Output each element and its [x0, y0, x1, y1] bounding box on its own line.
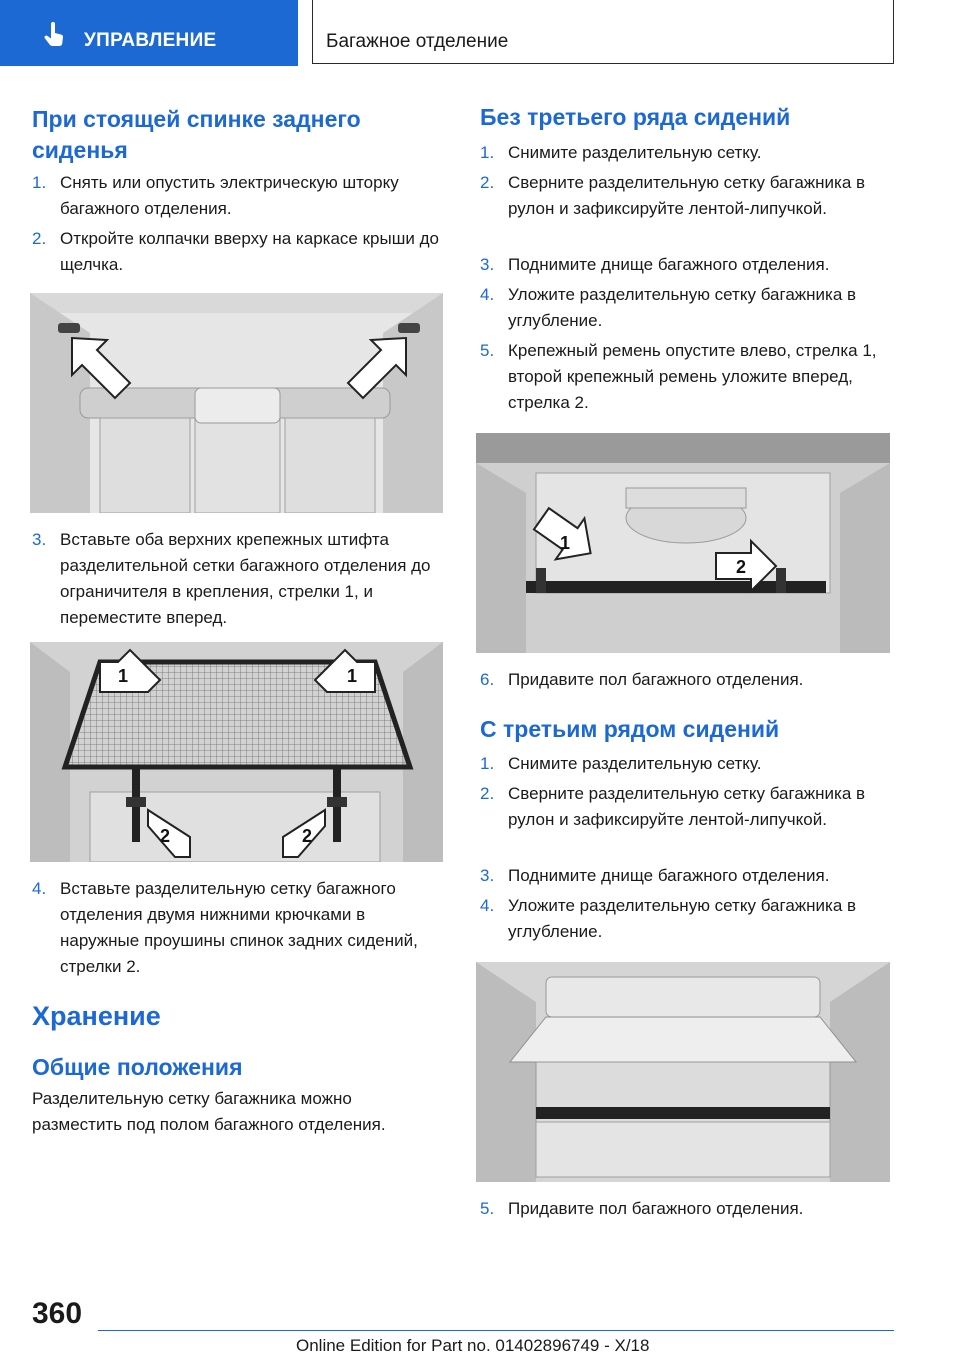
step-text: Поднимите днище багажного отделения. [508, 255, 830, 274]
step-item: 3. Поднимите днище багажного отделения. [480, 252, 890, 278]
heading-storage: Хранение [32, 1001, 161, 1031]
step-item: 5. Придавите пол багажного отделения. [480, 1196, 890, 1222]
step-item: 4. Вставьте разделительную сетку багажног… [32, 876, 442, 980]
step-item: 2. Откройте колпачки вверху на каркасе кр… [32, 226, 442, 278]
step-text: Откройте колпачки вверху на каркасе крыш… [60, 229, 439, 274]
step-number: 5. [480, 341, 495, 360]
fig2-label-2a: 2 [160, 826, 170, 846]
step-text: Вставьте оба верхних крепежных штифта ра… [60, 530, 431, 627]
step-text: Уложите разделительную сетку багажника в… [508, 896, 857, 941]
heading-general: Общие положения [32, 1054, 243, 1080]
heading-no-third-row: Без третьего ряда сидений [480, 104, 791, 130]
step-item: 4. Уложите разделительную сетку багажника… [480, 893, 890, 945]
step-item: 6. Придавите пол багажного отделения. [480, 667, 890, 693]
step-item: 3. Поднимите днище багажного отделения. [480, 863, 890, 889]
step-text: Придавите пол багажного отделения. [508, 670, 804, 689]
step-text: Снимите разделительную сетку. [508, 754, 762, 773]
step-number: 2. [480, 173, 495, 192]
hand-pointer-icon [44, 22, 64, 47]
step-number: 5. [480, 1199, 495, 1218]
step-text: Уложите разделительную сетку багажника в… [508, 285, 857, 330]
section-title: УПРАВЛЕНИЕ [84, 30, 217, 51]
general-text: Разделительную сетку багажника можно раз… [32, 1089, 386, 1134]
footer-edition: Online Edition for Part no. 01402896749 … [296, 1336, 650, 1355]
step-text: Крепежный ремень опустите влево, стрелка… [508, 341, 877, 412]
step-text: Вставьте разделительную сетку багажного … [60, 879, 418, 976]
step-text: Поднимите днище багажного отделения. [508, 866, 830, 885]
footer-divider [98, 1330, 894, 1331]
page-title: Багажное отделение [326, 31, 509, 52]
step-number: 3. [480, 255, 495, 274]
step-text: Придавите пол багажного отделения. [508, 1199, 804, 1218]
figure-third-row-stowed [476, 962, 890, 1182]
step-number: 1. [32, 173, 47, 192]
step-number: 1. [480, 143, 495, 162]
figure-net-install: 1 1 2 2 [30, 642, 443, 862]
step-item: 3. Вставьте оба верхних крепежных штифта … [32, 527, 442, 631]
step-text: Снимите разделительную сетку. [508, 143, 762, 162]
fig3-label-2: 2 [736, 557, 746, 577]
step-number: 6. [480, 670, 495, 689]
step-number: 1. [480, 754, 495, 773]
heading-third-row: С третьим рядом сидений [480, 716, 780, 742]
fig2-label-1a: 1 [118, 666, 128, 686]
step-item: 2. Сверните разделительную сетку багажник… [480, 170, 890, 222]
step-number: 4. [480, 896, 495, 915]
step-text: Сверните разделительную сетку багажника … [508, 173, 866, 218]
figure-roof-caps [30, 293, 443, 513]
step-item: 4. Уложите разделительную сетку багажника… [480, 282, 890, 334]
fig2-label-1b: 1 [347, 666, 357, 686]
step-text: Снять или опустить электрическую шторку … [60, 173, 399, 218]
step-item: 1. Снимите разделительную сетку. [480, 140, 890, 166]
step-number: 3. [32, 530, 47, 549]
heading-seat-upright: При стоящей спинке заднего сиденья [32, 106, 361, 163]
step-item: 5. Крепежный ремень опустите влево, стрел… [480, 338, 890, 416]
step-number: 4. [32, 879, 47, 898]
step-item: 2. Сверните разделительную сетку багажник… [480, 781, 890, 833]
step-number: 4. [480, 285, 495, 304]
step-item: 1. Снимите разделительную сетку. [480, 751, 890, 777]
fig2-label-2b: 2 [302, 826, 312, 846]
step-item: 1. Снять или опустить электрическую шторк… [32, 170, 442, 222]
header-frame [312, 0, 894, 64]
step-number: 3. [480, 866, 495, 885]
step-number: 2. [480, 784, 495, 803]
section-tab[interactable]: УПРАВЛЕНИЕ [0, 0, 298, 66]
step-number: 2. [32, 229, 47, 248]
fig3-label-1: 1 [560, 533, 570, 553]
page-number: 360 [32, 1297, 83, 1330]
figure-roll-stowed: 1 2 [476, 433, 890, 653]
step-text: Сверните разделительную сетку багажника … [508, 784, 866, 829]
